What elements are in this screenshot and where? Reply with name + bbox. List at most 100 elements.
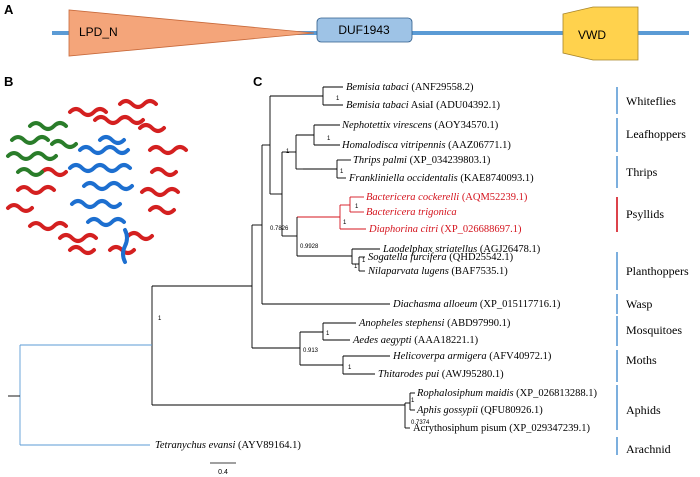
vwd-domain <box>562 6 639 61</box>
duf1943-domain <box>316 17 413 43</box>
group-label: Mosquitoes <box>626 323 682 337</box>
accession-id: (AAZ06771.1) <box>446 140 512 151</box>
taxon-label: Rophalosiphum maidis (XP_026813288.1) <box>416 388 597 399</box>
accession-id: (ABD97990.1) <box>444 318 510 329</box>
taxon-label: Bactericera trigonica <box>366 207 457 218</box>
support-value: 0.913 <box>303 348 319 354</box>
taxon-label: Bactericera cockerelli (AQM52239.1) <box>366 192 528 203</box>
support-value: 1 <box>336 96 340 102</box>
taxon-label: Thitarodes pui (AWJ95280.1) <box>378 369 504 380</box>
blue-helices <box>68 135 134 264</box>
taxon-label: Nephotettix virescens (AOY34570.1) <box>341 120 499 131</box>
accession-id: (KAE8740093.1) <box>458 173 534 184</box>
accession-id: (AQM52239.1) <box>459 192 528 203</box>
accession-id: (XP_026813288.1) <box>514 388 598 399</box>
accession-id: Acrythosiphum pisum (XP_029347239.1) <box>413 423 591 434</box>
group-label: Leafhoppers <box>626 127 686 141</box>
species-name: Diaphorina citri <box>368 224 438 235</box>
support-value: 0.7826 <box>270 226 289 232</box>
accession-id: (ANF29558.2) <box>409 82 474 93</box>
accession-id: AsiaI (ADU04392.1) <box>409 100 501 111</box>
taxon-label: Helicoverpa armigera (AFV40972.1) <box>392 351 552 362</box>
species-name: Laodelphax striatellus <box>382 244 477 255</box>
accession-id: (BAF7535.1) <box>449 266 508 277</box>
scale-bar-label: 0.4 <box>218 469 228 476</box>
group-label: Aphids <box>626 403 661 417</box>
taxon-label: Anopheles stephensi (ABD97990.1) <box>358 318 511 329</box>
taxon-label: Aedes aegypti (AAA18221.1) <box>352 335 479 346</box>
taxon-label: Sogatella furcifera (QHD25542.1) <box>368 252 514 263</box>
species-name: Bemisia tabaci <box>346 100 409 111</box>
species-name: Homalodisca vitripennis <box>341 140 446 151</box>
species-name: Aphis gossypii <box>416 405 478 416</box>
support-value: 0.9928 <box>300 244 319 250</box>
taxon-label: Diachasma alloeum (XP_015117716.1) <box>392 299 561 310</box>
species-name: Tetranychus evansi <box>155 440 235 451</box>
group-label: Whiteflies <box>626 94 676 108</box>
taxon-label: Nilaparvata lugens (BAF7535.1) <box>367 266 508 277</box>
accession-id: (AFV40972.1) <box>487 351 552 362</box>
group-label: Arachnid <box>626 442 671 456</box>
group-label: Wasp <box>626 297 652 311</box>
vwd-label: VWD <box>578 28 606 42</box>
accession-id: (AAA18221.1) <box>412 335 479 346</box>
support-value: 1 <box>286 149 290 155</box>
taxon-label: Laodelphax striatellus (AGJ26478.1) <box>382 244 541 255</box>
red-helices <box>6 99 188 255</box>
taxon-label: Tetranychus evansi (AYV89164.1) <box>155 440 301 451</box>
panel-label-a: A <box>4 2 14 17</box>
support-value: 1 <box>362 258 366 264</box>
taxon-label: Diaphorina citri (XP_026688697.1) <box>368 224 522 235</box>
accession-id: (AGJ26478.1) <box>477 244 540 255</box>
species-name: Nilaparvata lugens <box>367 266 449 277</box>
taxon-label: Homalodisca vitripennis (AAZ06771.1) <box>341 140 511 151</box>
lpd-n-label: LPD_N <box>79 25 118 39</box>
species-name: Anopheles stephensi <box>358 318 445 329</box>
species-name: Bactericera trigonica <box>366 207 457 218</box>
support-value: 1 <box>327 136 331 142</box>
accession-id: (AYV89164.1) <box>235 440 301 451</box>
species-name: Helicoverpa armigera <box>392 351 487 362</box>
taxon-label: Bemisia tabaci (ANF29558.2) <box>346 82 474 93</box>
support-value: 1 <box>355 204 359 210</box>
species-name: Thitarodes pui <box>378 369 439 380</box>
taxon-labels: Bemisia tabaci (ANF29558.2)Bemisia tabac… <box>155 82 597 451</box>
group-label: Moths <box>626 353 657 367</box>
support-value: 1 <box>343 220 347 226</box>
accession-id: (AOY34570.1) <box>432 120 499 131</box>
species-name: Bemisia tabaci <box>346 82 409 93</box>
accession-id: (XP_015117716.1) <box>477 299 561 310</box>
species-name: Aedes aegypti <box>352 335 412 346</box>
phylogenetic-tree <box>8 86 415 446</box>
panel-label-c: C <box>253 74 263 89</box>
group-labels: WhitefliesLeafhoppersThripsPsyllidsPlant… <box>616 87 689 456</box>
species-name: Frankliniella occidentalis <box>348 173 458 184</box>
group-label: Thrips <box>626 165 658 179</box>
support-value: 1 <box>411 398 415 404</box>
green-helices <box>6 121 78 177</box>
panel-label-b: B <box>4 74 13 89</box>
taxon-label: Acrythosiphum pisum (XP_029347239.1) <box>413 423 591 434</box>
support-value: 0.7374 <box>411 420 430 426</box>
accession-id: (XP_034239803.1) <box>407 155 491 166</box>
accession-id: (AWJ95280.1) <box>439 369 504 380</box>
species-name: Nephotettix virescens <box>341 120 432 131</box>
accession-id: (QHD25542.1) <box>447 252 514 263</box>
accession-id: (XP_026688697.1) <box>438 224 522 235</box>
species-name: Sogatella furcifera <box>368 252 447 263</box>
support-value: 1 <box>158 316 162 322</box>
lpd-n-domain <box>68 9 315 57</box>
taxon-label: Frankliniella occidentalis (KAE8740093.1… <box>348 173 534 184</box>
species-name: Thrips palmi <box>353 155 407 166</box>
species-name: Bactericera cockerelli <box>366 192 459 203</box>
support-value: 1 <box>326 331 330 337</box>
species-name: Diachasma alloeum <box>392 299 478 310</box>
support-value: 1 <box>340 169 344 175</box>
accession-id: (QFU80926.1) <box>478 405 543 416</box>
taxon-label: Aphis gossypii (QFU80926.1) <box>416 405 543 416</box>
group-label: Planthoppers <box>626 264 689 278</box>
taxon-label: Thrips palmi (XP_034239803.1) <box>353 155 491 166</box>
protein-structure-image <box>6 99 188 264</box>
